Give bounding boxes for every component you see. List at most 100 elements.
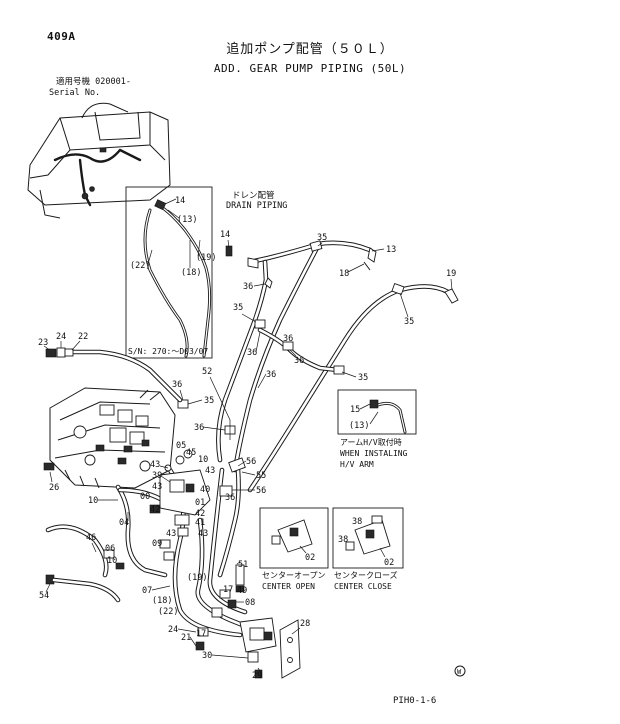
callout-40: 40 [200, 485, 210, 495]
pump-suction-fittings: 23 24 22 [38, 332, 183, 403]
callout-36d: 36 [294, 356, 304, 366]
callout-43b: 43 [205, 466, 215, 476]
center-open-box: 02 [259, 507, 329, 569]
callout-35b: 35 [233, 303, 243, 313]
callout-36h: 36 [225, 493, 235, 503]
machine-overview-sketch [27, 102, 171, 219]
serial-inset-box: 14 (13) (22) (18) (19) S/N: 270:～D03/07 [125, 186, 216, 359]
callout-54: 54 [39, 591, 49, 601]
center-open-label-english: CENTER OPEN [262, 582, 315, 591]
callout-29: 29 [252, 671, 262, 681]
page-number: 409A [47, 30, 76, 43]
callout-42b: 42 [195, 509, 205, 519]
center-open-label-japanese: センターオープン [262, 571, 326, 580]
callout-56a: 56 [246, 457, 256, 467]
callout-35a: 35 [317, 233, 327, 243]
callout-18-lower: (18) [152, 596, 172, 606]
callout-36f: 36 [172, 380, 182, 390]
callout-22-lower: (22) [158, 607, 178, 617]
callout-52: 52 [202, 367, 212, 377]
callout-13-inset: (13) [177, 215, 197, 225]
callout-17b: 17 [196, 629, 206, 639]
center-close-box: 38 38 02 [332, 507, 404, 569]
hv-arm-note-english-2: H/V ARM [340, 460, 374, 469]
callout-46: 46 [86, 533, 96, 543]
callout-35c: 35 [404, 317, 414, 327]
callout-36g: 36 [194, 423, 204, 433]
callout-36a: 36 [243, 282, 253, 292]
w-circle-mark-letter: W [457, 668, 462, 676]
callout-01: 01 [195, 498, 205, 508]
w-circle-mark [454, 665, 466, 677]
callout-35e: 35 [204, 396, 214, 406]
callout-13-hv: (13) [349, 421, 369, 431]
callout-41: 41 [195, 518, 205, 528]
callout-15: 15 [350, 405, 360, 415]
callout-19-inset: (19) [196, 253, 216, 263]
callout-05: 05 [176, 441, 186, 451]
callout-10c: 10 [107, 556, 117, 566]
callout-18: 18 [339, 269, 349, 279]
drain-piping-label-japanese: ドレン配管 [232, 190, 275, 201]
pump-to-valve-hoses [43, 449, 253, 638]
hv-arm-note-japanese: アームH/V取付時 [340, 437, 402, 447]
callout-07: 07 [142, 586, 152, 596]
callout-02-close: 02 [384, 558, 394, 568]
drawing-number: PIH0-1-6 [393, 696, 436, 706]
center-close-label-english: CENTER CLOSE [334, 582, 392, 591]
callout-36e: 36 [266, 370, 276, 380]
callout-39: 39 [152, 471, 162, 481]
callout-23: 23 [38, 338, 48, 348]
callout-49: 49 [237, 586, 247, 596]
callout-04: 04 [119, 518, 129, 528]
drain-piping-label-english: DRAIN PIPING [226, 201, 287, 211]
callout-19-lower: (19) [187, 573, 207, 583]
callout-09: 09 [152, 539, 162, 549]
callout-24-lower: 24 [168, 625, 178, 635]
callout-19: 19 [446, 269, 456, 279]
serial-number-label-english: Serial No. [49, 88, 101, 98]
title-english: ADD. GEAR PUMP PIPING (50L) [213, 62, 407, 75]
callout-14-inset: 14 [175, 196, 185, 206]
callout-43e: 43 [198, 529, 208, 539]
hv-arm-note-english-1: WHEN INSTALING [340, 449, 408, 458]
callout-26: 26 [49, 483, 59, 493]
control-valve-28 [195, 564, 301, 679]
callout-43c: 43 [152, 482, 162, 492]
callout-35d: 35 [358, 373, 368, 383]
inset-serial-range: S/N: 270:～D03/07 [128, 347, 208, 356]
hv-arm-note-box: 15 (13) アームH/V取付時 WHEN INSTALING H/V ARM [337, 389, 417, 469]
drain-hoses [177, 240, 459, 493]
callout-30: 30 [202, 651, 212, 661]
callout-24: 24 [56, 332, 66, 342]
upper-callouts: 14 35 13 18 19 36 35 35 36 36 36 35 52 [172, 230, 456, 440]
center-close-label-japanese: センタークローズ [334, 570, 398, 580]
lower-callouts: 05 45 10 43 43 39 43 40 56 55 56 36 26 1… [39, 441, 310, 681]
callout-17a: 17 [223, 585, 233, 595]
callout-36b: 36 [283, 334, 293, 344]
callout-38-close-top: 38 [352, 517, 362, 527]
callout-38-close: 38 [338, 535, 348, 545]
callout-00: 00 [140, 492, 150, 502]
callout-28: 28 [300, 619, 310, 629]
callout-02-open: 02 [305, 553, 315, 563]
callout-36c: 36 [247, 348, 257, 358]
callout-22-inset: (22) [130, 261, 150, 271]
callout-13: 13 [386, 245, 396, 255]
callout-56b: 56 [256, 486, 266, 496]
callout-43d: 43 [166, 529, 176, 539]
callout-43a: 43 [150, 460, 160, 470]
callout-42a: 42 [150, 505, 160, 515]
callout-21: 21 [181, 633, 191, 643]
callout-18-inset: (18) [181, 268, 201, 278]
callout-10a: 10 [198, 455, 208, 465]
callout-51: 51 [238, 560, 248, 570]
engine-pump-assembly [49, 387, 176, 489]
callout-45: 45 [186, 448, 196, 458]
serial-number-label-japanese: 適用号機 020001- [56, 77, 131, 87]
callout-08: 08 [245, 598, 255, 608]
callout-14: 14 [220, 230, 230, 240]
callout-55: 55 [256, 471, 266, 481]
